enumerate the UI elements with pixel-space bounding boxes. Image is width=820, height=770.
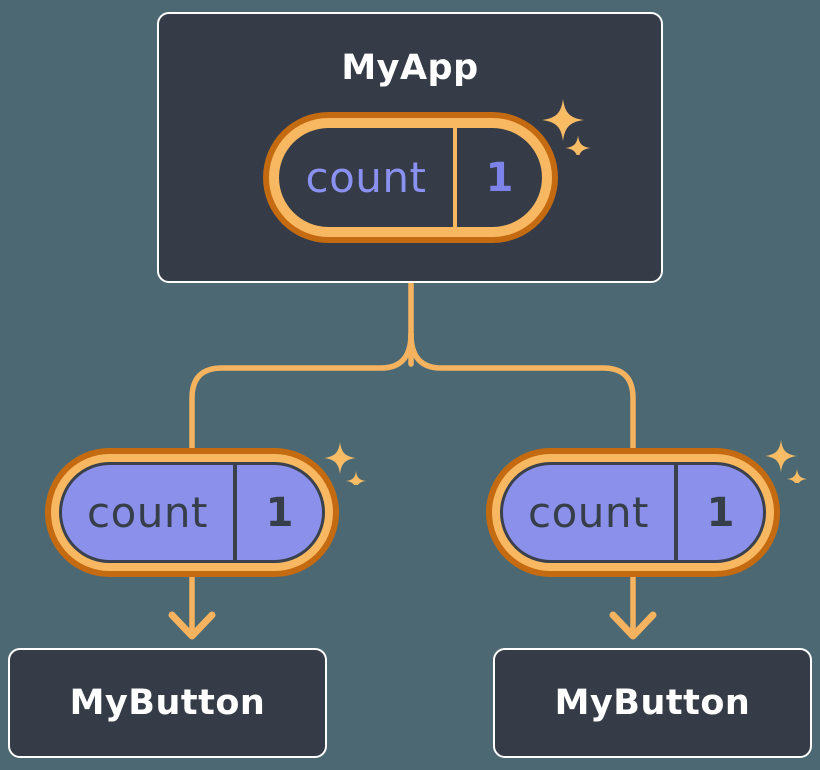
prop-pill-left: count 1	[45, 448, 339, 577]
mybutton-card-left: MyButton	[8, 648, 327, 758]
prop-pill-body: count 1	[500, 462, 766, 563]
state-label: count	[305, 153, 427, 202]
prop-label: count	[528, 488, 649, 537]
prop-label: count	[87, 488, 208, 537]
myapp-title: MyApp	[341, 48, 479, 88]
arrow-down-icon	[609, 611, 657, 640]
state-value: 1	[453, 128, 542, 227]
prop-pill-right: count 1	[486, 448, 780, 577]
mybutton-title: MyButton	[69, 683, 266, 723]
prop-pill-body: count 1	[59, 462, 325, 563]
mybutton-title: MyButton	[554, 683, 751, 723]
prop-value: 1	[674, 465, 763, 560]
mybutton-card-right: MyButton	[493, 648, 812, 758]
arrow-down-icon	[168, 611, 216, 640]
state-pill: count 1	[263, 112, 558, 243]
prop-value: 1	[233, 465, 322, 560]
state-pill-body: count 1	[279, 128, 542, 227]
